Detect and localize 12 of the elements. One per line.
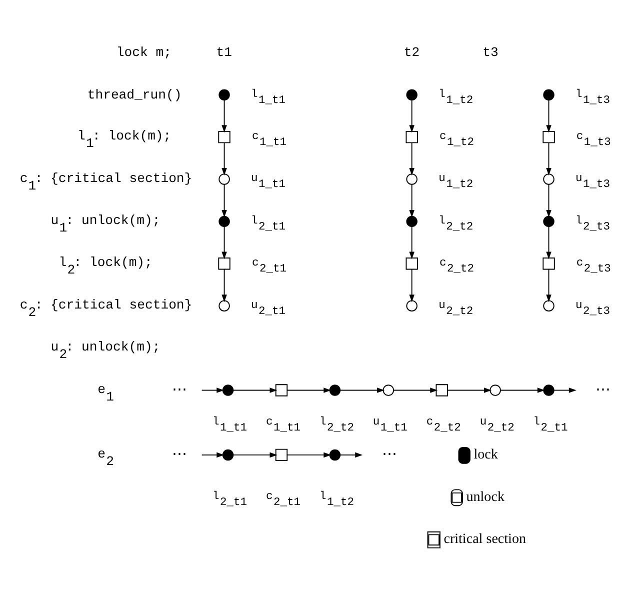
- label: t3: [482, 45, 498, 60]
- node-text: ⋯: [596, 382, 611, 399]
- node-text: ⋯: [382, 446, 397, 464]
- label: lock m;: [116, 45, 172, 60]
- legend-label: unlock: [466, 488, 504, 505]
- node-text: ⋯: [172, 446, 187, 464]
- label: t2: [404, 45, 420, 60]
- label: t1: [216, 45, 232, 60]
- legend-label: critical section: [444, 531, 526, 548]
- legend-label: lock: [474, 446, 498, 463]
- label: thread_run(): [87, 87, 182, 102]
- node-text: ⋯: [172, 382, 187, 399]
